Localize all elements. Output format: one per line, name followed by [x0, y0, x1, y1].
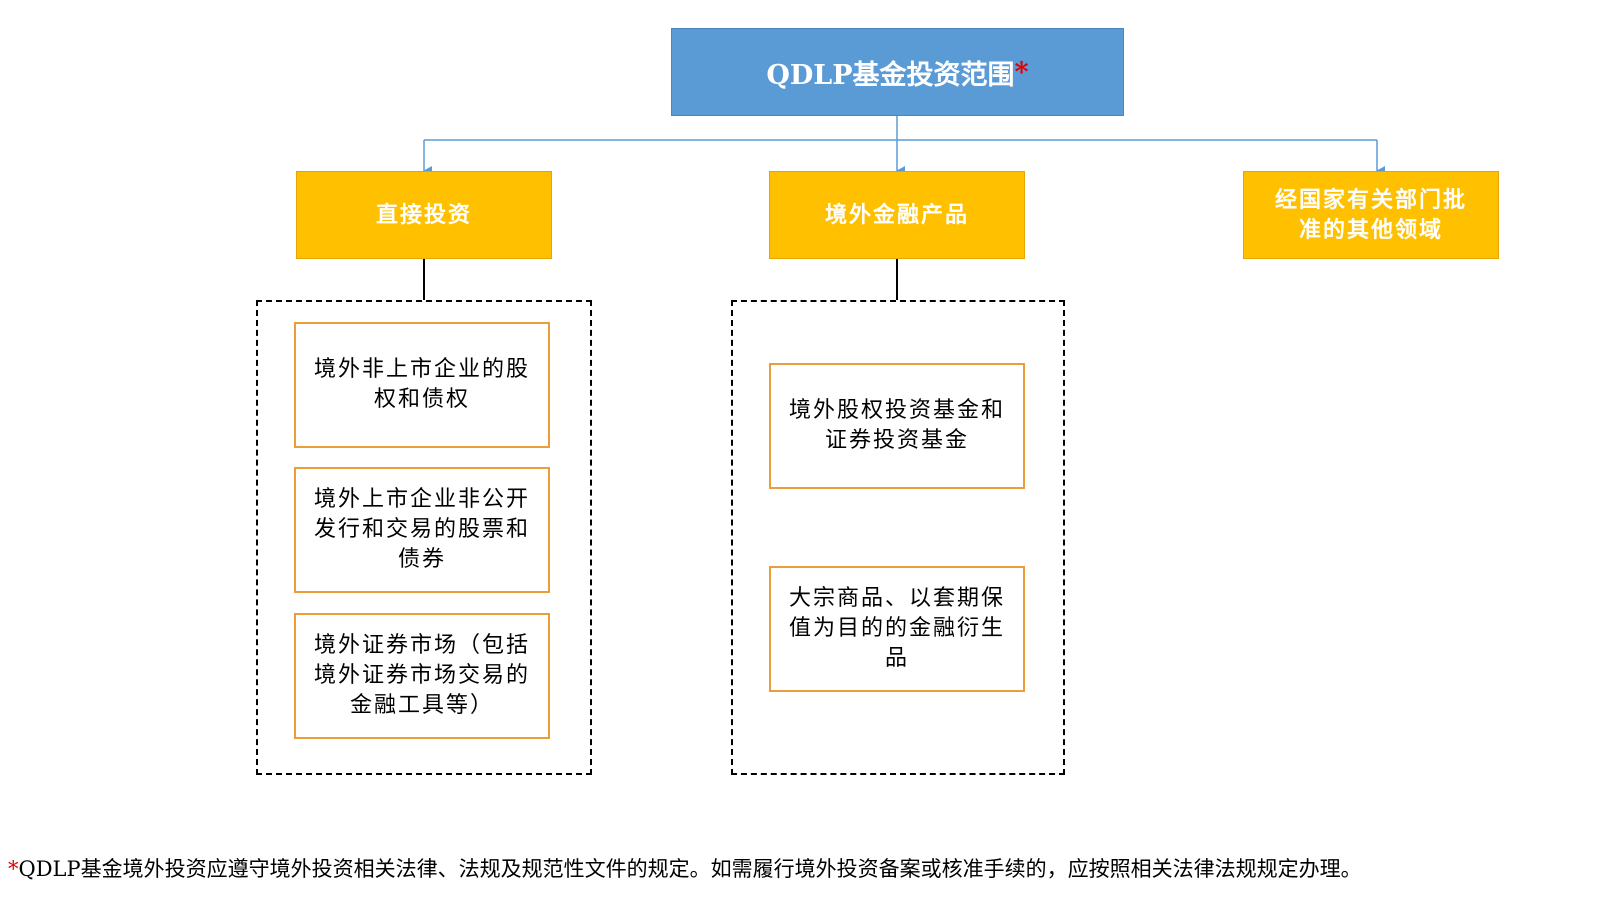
category-direct-investment: 直接投资 — [296, 171, 552, 259]
root-node: QDLP基金投资范围* — [671, 28, 1124, 116]
item-unlisted-equity-debt: 境外非上市企业的股权和债权 — [294, 322, 550, 448]
item-label: 境外上市企业非公开发行和交易的股票和债券 — [313, 487, 530, 572]
root-asterisk: * — [1014, 56, 1029, 88]
direct-investment-group — [256, 300, 592, 775]
item-label: 境外证券市场（包括境外证券市场交易的金融工具等） — [313, 633, 530, 718]
item-label: 境外股权投资基金和证券投资基金 — [788, 398, 1005, 453]
item-label: 境外非上市企业的股权和债权 — [313, 357, 530, 412]
category-label: 经国家有关部门批准的其他领域 — [1274, 187, 1467, 243]
item-overseas-securities-market: 境外证券市场（包括境外证券市场交易的金融工具等） — [294, 613, 550, 739]
financial-products-group — [731, 300, 1065, 775]
footnote-asterisk: * — [8, 857, 19, 881]
item-equity-securities-funds: 境外股权投资基金和证券投资基金 — [769, 363, 1025, 489]
item-listed-private-placement: 境外上市企业非公开发行和交易的股票和债券 — [294, 467, 550, 593]
root-title: QDLP基金投资范围 — [766, 59, 1015, 91]
category-label: 境外金融产品 — [824, 202, 969, 228]
category-label: 直接投资 — [375, 202, 472, 228]
category-overseas-financial-products: 境外金融产品 — [769, 171, 1025, 259]
item-commodities-derivatives: 大宗商品、以套期保值为目的的金融衍生品 — [769, 566, 1025, 692]
footnote: *QDLP基金境外投资应遵守境外投资相关法律、法规及规范性文件的规定。如需履行境… — [8, 853, 1615, 883]
category-other-approved-fields: 经国家有关部门批准的其他领域 — [1243, 171, 1499, 259]
footnote-text: QDLP基金境外投资应遵守境外投资相关法律、法规及规范性文件的规定。如需履行境外… — [18, 857, 1362, 881]
item-label: 大宗商品、以套期保值为目的的金融衍生品 — [788, 586, 1005, 671]
